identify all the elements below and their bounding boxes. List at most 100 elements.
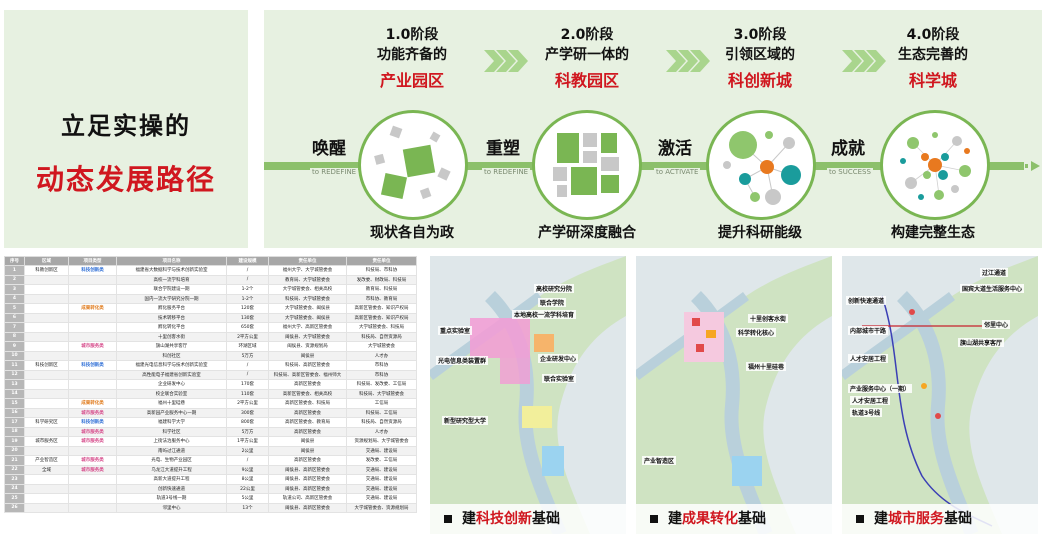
bullet-icon [856, 515, 864, 523]
table-cell: 联合学院建设一期 [116, 284, 227, 295]
table-cell: 工信局 [346, 398, 417, 409]
verb-activate: 激活 [654, 134, 696, 159]
stage-name: 科创新城 [727, 71, 792, 90]
table-cell [68, 293, 117, 304]
table-cell: 福州大学、大学城管委会 [268, 265, 347, 276]
table-cell: 闽侯县 [268, 350, 347, 361]
map-service-label: 旗山湖共享客厅 [958, 338, 1005, 347]
table-cell [24, 426, 69, 437]
table-cell: 高新大道提升工程 [116, 474, 227, 485]
table-cell: 国内一流大学研究分院一期 [116, 293, 227, 304]
table-cell: 福州大学、高新区管委会 [268, 322, 347, 333]
map-tech-label: 联合实验室 [542, 374, 577, 383]
caption-post: 基础 [532, 511, 560, 527]
table-cell: 闽侯县 [268, 436, 347, 447]
row-number: 22 [4, 464, 25, 475]
table-cell [24, 379, 69, 390]
table-cell [24, 388, 69, 399]
table-cell: 孵化服务平台 [116, 303, 227, 314]
table-cell: 教育局、大学城管委会 [268, 274, 347, 285]
table-cell: 大学城管委会、资源规划局 [346, 502, 417, 513]
verb-en-label: to REDEFINE [482, 168, 531, 176]
table-cell: 闽侯县、资源规划局 [268, 341, 347, 352]
table-cell: 科技局、自然资源局 [346, 417, 417, 428]
row-number: 7 [4, 322, 25, 333]
row-number: 25 [4, 493, 25, 504]
stage-phase: 1.0阶段 [385, 27, 439, 43]
stage-3-header: 3.0阶段 引领区域的 科创新城 [685, 26, 835, 94]
table-cell: 技术转移平台 [116, 312, 227, 323]
table-cell: 城市服务类 [68, 341, 117, 352]
table-cell: 2公里 [226, 445, 269, 456]
table-cell: 科技创新区 [24, 360, 69, 371]
row-number: 4 [4, 293, 25, 304]
table-cell [68, 483, 117, 494]
stage-4-header: 4.0阶段 生态完善的 科学城 [858, 26, 1008, 94]
table-cell [68, 274, 117, 285]
chevron-arrow-icon [484, 50, 528, 72]
row-number: 6 [4, 312, 25, 323]
table-cell: 科技局、大学城管委会 [346, 388, 417, 399]
stage-1-diagram [358, 110, 468, 220]
table-cell: 大学城管委会、闽侯县 [268, 312, 347, 323]
map-service-label: 过江通道 [980, 268, 1009, 277]
table-cell: 9公里 [226, 464, 269, 475]
map-tech-label: 本地高校一流学科培育 [512, 310, 577, 319]
table-cell: 人才办 [346, 426, 417, 437]
map-tech-label: 高校研究分院 [534, 284, 575, 293]
stage-2-diagram [532, 110, 642, 220]
table-cell: 孵化转化平台 [116, 322, 227, 333]
map-service-label: 内部城市干路 [848, 326, 889, 335]
table-cell: 800套 [226, 417, 269, 428]
table-cell: 高新区管委会 [268, 407, 347, 418]
map-service-label: 人才安居工程 [850, 396, 891, 405]
table-cell [68, 284, 117, 295]
verb-awaken: 唤醒 [308, 134, 350, 159]
table-cell: 人才办 [346, 350, 417, 361]
row-number: 12 [4, 369, 25, 380]
table-cell: 高新区管委会 [268, 379, 347, 390]
table-cell: 高新区管委会、知识产权局 [346, 312, 417, 323]
row-number: 26 [4, 502, 25, 513]
stage-1-header: 1.0阶段 功能齐备的 产业园区 [337, 26, 487, 94]
map-panel-tech: 重点实验室 光电信息类装置群 高校研究分院 联合学院 本地高校一流学科培育 企业… [430, 256, 626, 534]
table-cell: 光电、生物产业园区 [116, 455, 227, 466]
table-cell: 科技创新类 [68, 417, 117, 428]
table-cell [24, 303, 69, 314]
table-cell: 科技创新类 [68, 265, 117, 276]
table-cell: 城市服务类 [68, 464, 117, 475]
table-cell: / [226, 265, 269, 276]
table-header: 责任单位 [346, 256, 417, 266]
title-line1: 立足实操的 [61, 112, 191, 140]
table-header: 责任单位 [268, 256, 347, 266]
table-cell: / [226, 274, 269, 285]
table-cell: 8公里 [226, 474, 269, 485]
table-cell: 闽侯县、高新区管委会 [268, 474, 347, 485]
chevron-arrow-icon [666, 50, 710, 72]
caption-pre: 建 [874, 511, 888, 527]
table-header: 项目名称 [116, 256, 227, 266]
table-cell: 120套 [226, 303, 269, 314]
table-cell: 高新园产业服务中心一期 [116, 407, 227, 418]
table-cell: 高新区管委会、知识产权局 [346, 303, 417, 314]
table-cell: 城市服务类 [68, 407, 117, 418]
title-panel: 立足实操的 动态发展路径 [4, 10, 248, 248]
stage-3-diagram [706, 110, 816, 220]
table-cell [24, 293, 69, 304]
table-cell [68, 350, 117, 361]
caption-post: 基础 [944, 511, 972, 527]
caption-pre: 建 [668, 511, 682, 527]
stage-phase: 3.0阶段 [733, 27, 787, 43]
table-cell: 南屿过江通道 [116, 445, 227, 456]
